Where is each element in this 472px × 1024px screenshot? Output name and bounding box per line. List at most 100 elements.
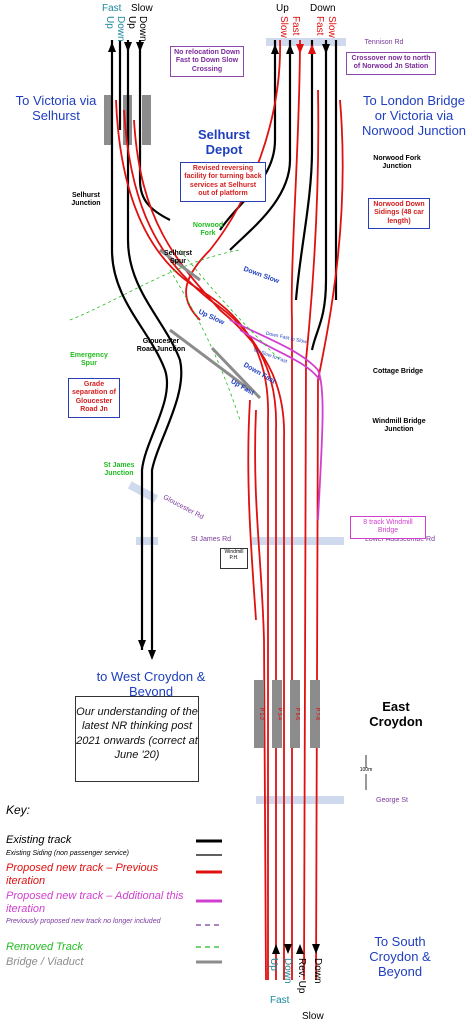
header-fast: Fast bbox=[102, 3, 122, 14]
place-norwood-fork-junction: Norwood Fork Junction bbox=[373, 155, 421, 171]
proposed-tracks bbox=[115, 39, 344, 981]
dest-west-croydon: to West Croydon & Beyond bbox=[96, 669, 206, 699]
george-st-band bbox=[256, 796, 344, 804]
key-proposed: Proposed new track – Previous iteration bbox=[6, 862, 159, 887]
road-george: George St bbox=[376, 797, 408, 804]
removed-tracks bbox=[69, 249, 281, 421]
bottom-up: Up bbox=[268, 958, 279, 971]
key-siding: Existing Siding (non passenger service) bbox=[6, 850, 129, 857]
platform-7-8-label: P 7-8 bbox=[314, 708, 320, 720]
dest-victoria: To Victoria via Selhurst bbox=[15, 93, 97, 123]
bottom-slow: Slow bbox=[302, 1011, 324, 1022]
header-right-slow: Slow bbox=[278, 16, 289, 38]
west-track-1 bbox=[110, 40, 168, 650]
platform-7-8: P 7-8 bbox=[310, 680, 320, 748]
platform-5-6: P 5-6 bbox=[290, 680, 300, 748]
scale-label: 100m bbox=[356, 767, 376, 774]
arrow-bottom-5 bbox=[296, 944, 304, 954]
note-norwood-sidings: Norwood Down Sidings (48 car length) bbox=[368, 198, 430, 230]
red-track-5 bbox=[290, 39, 301, 980]
header-right-down: Down bbox=[310, 3, 336, 14]
arrow-top-6 bbox=[296, 44, 304, 54]
platform-3-4-label: P 3-4 bbox=[276, 708, 282, 720]
header-right-fast2: Fast bbox=[314, 16, 325, 36]
arrow-top-3 bbox=[136, 42, 144, 52]
red-track-6 bbox=[303, 89, 320, 981]
key-bridge: Bridge / Viaduct bbox=[6, 956, 84, 968]
key-removed-previous: Previously proposed new track no longer … bbox=[6, 918, 161, 925]
bottom-down2: Down bbox=[312, 958, 323, 984]
direction-arrows bbox=[108, 42, 330, 954]
arrow-top-4 bbox=[271, 44, 279, 54]
arrow-bottom-4 bbox=[284, 944, 292, 954]
header-up-slow: Up bbox=[126, 16, 137, 29]
header-up-fast: Up bbox=[104, 16, 115, 29]
green-track-3 bbox=[179, 249, 281, 361]
note-windmill-bridge: 8 track Windmill Bridge bbox=[350, 516, 426, 539]
east-track-3 bbox=[294, 40, 314, 301]
road-tennison: Tennison Rd bbox=[364, 39, 404, 46]
place-windmill-bridge-junction: Windmill Bridge Junction bbox=[372, 418, 426, 434]
west-track-2 bbox=[126, 40, 183, 650]
arrow-top-7 bbox=[308, 44, 316, 54]
place-emergency-spur: Emergency Spur bbox=[70, 352, 108, 368]
platform-5-6-label: P 5-6 bbox=[294, 708, 300, 720]
bottom-down: Down bbox=[282, 958, 293, 984]
selhurst-bridge-3 bbox=[142, 95, 151, 145]
arrow-top-5 bbox=[286, 44, 294, 54]
note-grade-separation: Grade separation of Gloucester Road Jn bbox=[68, 378, 120, 418]
arrow-bottom-3 bbox=[272, 944, 280, 954]
platform-3-4: P 3-4 bbox=[272, 680, 282, 748]
windmill-ph: Windmill P.H. bbox=[220, 548, 248, 569]
key-swatches bbox=[196, 839, 222, 964]
bottom-rev-up: Rev. Up bbox=[296, 958, 307, 994]
header-right-fast: Fast bbox=[290, 16, 301, 36]
bridge-overlay-2 bbox=[210, 346, 262, 400]
place-selhurst-spur: Selhurst Spur bbox=[163, 250, 192, 266]
red-track-4 bbox=[185, 39, 281, 321]
place-selhurst-junction: Selhurst Junction bbox=[71, 192, 101, 208]
arrow-top-8 bbox=[322, 44, 330, 54]
key-removed: Removed Track bbox=[6, 941, 83, 953]
note-revised-reversing: Revised reversing facility for turning b… bbox=[180, 162, 266, 202]
arrow-top-1 bbox=[108, 42, 116, 52]
note-crossover: Crossover now to north of Norwood Jn Sta… bbox=[346, 52, 436, 75]
selhurst-bridge-1 bbox=[104, 95, 113, 145]
bottom-fast: Fast bbox=[270, 995, 290, 1006]
dest-south-croydon: To South Croydon & Beyond bbox=[369, 934, 431, 979]
magenta-track-1 bbox=[229, 319, 324, 521]
arrow-top-2 bbox=[124, 42, 132, 52]
platform-1-2: P 1-2 bbox=[254, 680, 264, 748]
st-james-rd-band bbox=[136, 537, 158, 545]
bridge-overlay-1 bbox=[169, 328, 251, 392]
road-st-james: St James Rd bbox=[190, 536, 232, 543]
header-down-fast: Down bbox=[115, 16, 126, 42]
green-track-2 bbox=[169, 269, 241, 421]
place-norwood-fork: Norwood Fork bbox=[192, 222, 224, 238]
tennison-rd-band bbox=[266, 38, 346, 46]
place-selhurst-depot: Selhurst Depot bbox=[197, 127, 250, 157]
header-right-slow2: Slow bbox=[326, 16, 337, 38]
header-slow: Slow bbox=[131, 3, 153, 14]
arrow-bottom-2 bbox=[148, 650, 156, 660]
platform-1-2-label: P 1-2 bbox=[258, 708, 264, 720]
bridge-overlay-3 bbox=[159, 248, 201, 282]
key-existing: Existing track bbox=[6, 834, 72, 846]
key-additional: Proposed new track – Additional this ite… bbox=[6, 890, 184, 915]
header-right-up: Up bbox=[276, 3, 289, 14]
bridge-overlays bbox=[159, 248, 262, 400]
header-down-slow: Down bbox=[137, 16, 148, 42]
west-track-3 bbox=[138, 40, 171, 221]
east-track-2 bbox=[229, 40, 292, 251]
key-title: Key: bbox=[6, 803, 31, 817]
green-track-1 bbox=[69, 249, 241, 321]
red-track-7 bbox=[315, 99, 344, 981]
place-east-croydon: East Croydon bbox=[369, 699, 423, 729]
dest-london-bridge: To London Bridge or Victoria via Norwood… bbox=[361, 93, 467, 138]
lower-addiscombe-band bbox=[252, 537, 344, 545]
arrow-bottom-1 bbox=[138, 640, 146, 650]
note-no-relocation: No relocation Down Fast to Down Slow Cro… bbox=[170, 46, 244, 78]
red-track-9 bbox=[247, 399, 257, 621]
red-track-8 bbox=[254, 409, 267, 981]
red-track-1 bbox=[115, 99, 269, 980]
